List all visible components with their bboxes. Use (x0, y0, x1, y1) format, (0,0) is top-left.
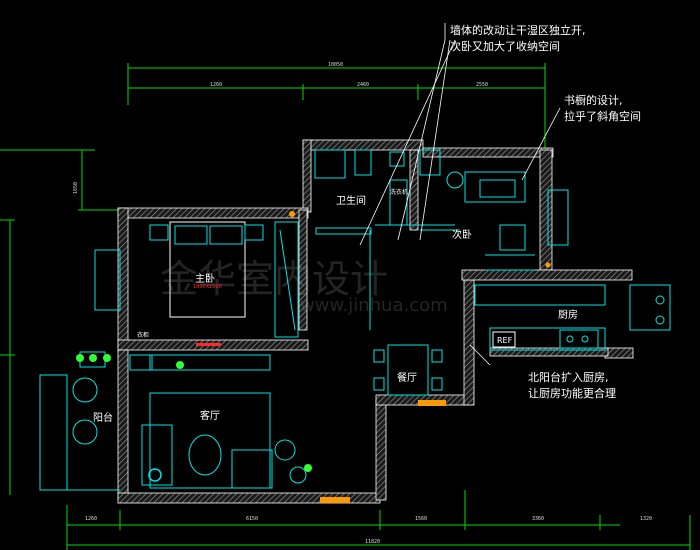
plants (76, 354, 312, 482)
laundry-label: 洗衣机 (390, 189, 409, 196)
watermark-url: www.jinhua.com (300, 295, 448, 316)
fixtures (39, 149, 671, 491)
dim-bottom-b: 6150 (246, 516, 259, 522)
annotation-balcony-line1: 北阳台扩入厨房, (528, 371, 609, 384)
annotation-wall-change-line2: 次卧又加大了收纳空间 (450, 40, 560, 53)
annotation-balcony-line2: 让厨房功能更合理 (528, 387, 616, 400)
room-label-living-room: 客厅 (200, 411, 220, 422)
annotation-study: 书橱的设计, 拉乎了斜角空间 (564, 93, 641, 125)
room-label-dining: 餐厅 (397, 373, 417, 384)
fridge-label: REF (497, 336, 513, 345)
dim-top-b: 2460 (357, 82, 370, 88)
room-label-master-bedroom: 主卧 (195, 274, 215, 285)
dimension-lines (0, 63, 691, 550)
wardrobe-label: 衣柜 (137, 332, 150, 339)
annotation-leaders (359, 23, 561, 366)
room-label-second-bedroom: 次卧 (452, 230, 472, 241)
room-label-bathroom: 卫生间 (336, 196, 366, 207)
dim-left-a: 1650 (73, 181, 80, 195)
annotation-wall-change-line1: 墙体的改动让干湿区独立开, (450, 24, 586, 37)
dim-top-c: 2550 (476, 82, 489, 88)
dim-bottom-total: 11820 (365, 539, 381, 545)
watermark-text: 金华室内设计 (160, 257, 389, 301)
dim-bottom-e: 1320 (640, 516, 653, 522)
accent-marks (196, 211, 551, 503)
annotation-study-line2: 拉乎了斜角空间 (564, 110, 641, 123)
room-label-balcony: 阳台 (93, 413, 113, 424)
walls-hatched (117, 139, 634, 504)
dim-bottom-d: 3360 (532, 516, 545, 522)
dim-bottom-a: 1260 (85, 516, 98, 522)
annotation-wall-change: 墙体的改动让干湿区独立开, 次卧又加大了收纳空间 (450, 23, 586, 55)
bed-size-label: 1800X2000 (193, 284, 222, 290)
annotation-balcony: 北阳台扩入厨房, 让厨房功能更合理 (528, 370, 616, 402)
annotation-study-line1: 书橱的设计, (564, 94, 623, 107)
room-label-kitchen: 厨房 (558, 310, 578, 321)
dim-top-total: 10050 (328, 62, 344, 68)
dim-bottom-c: 1560 (415, 516, 428, 522)
dim-top-a: 1260 (210, 82, 223, 88)
